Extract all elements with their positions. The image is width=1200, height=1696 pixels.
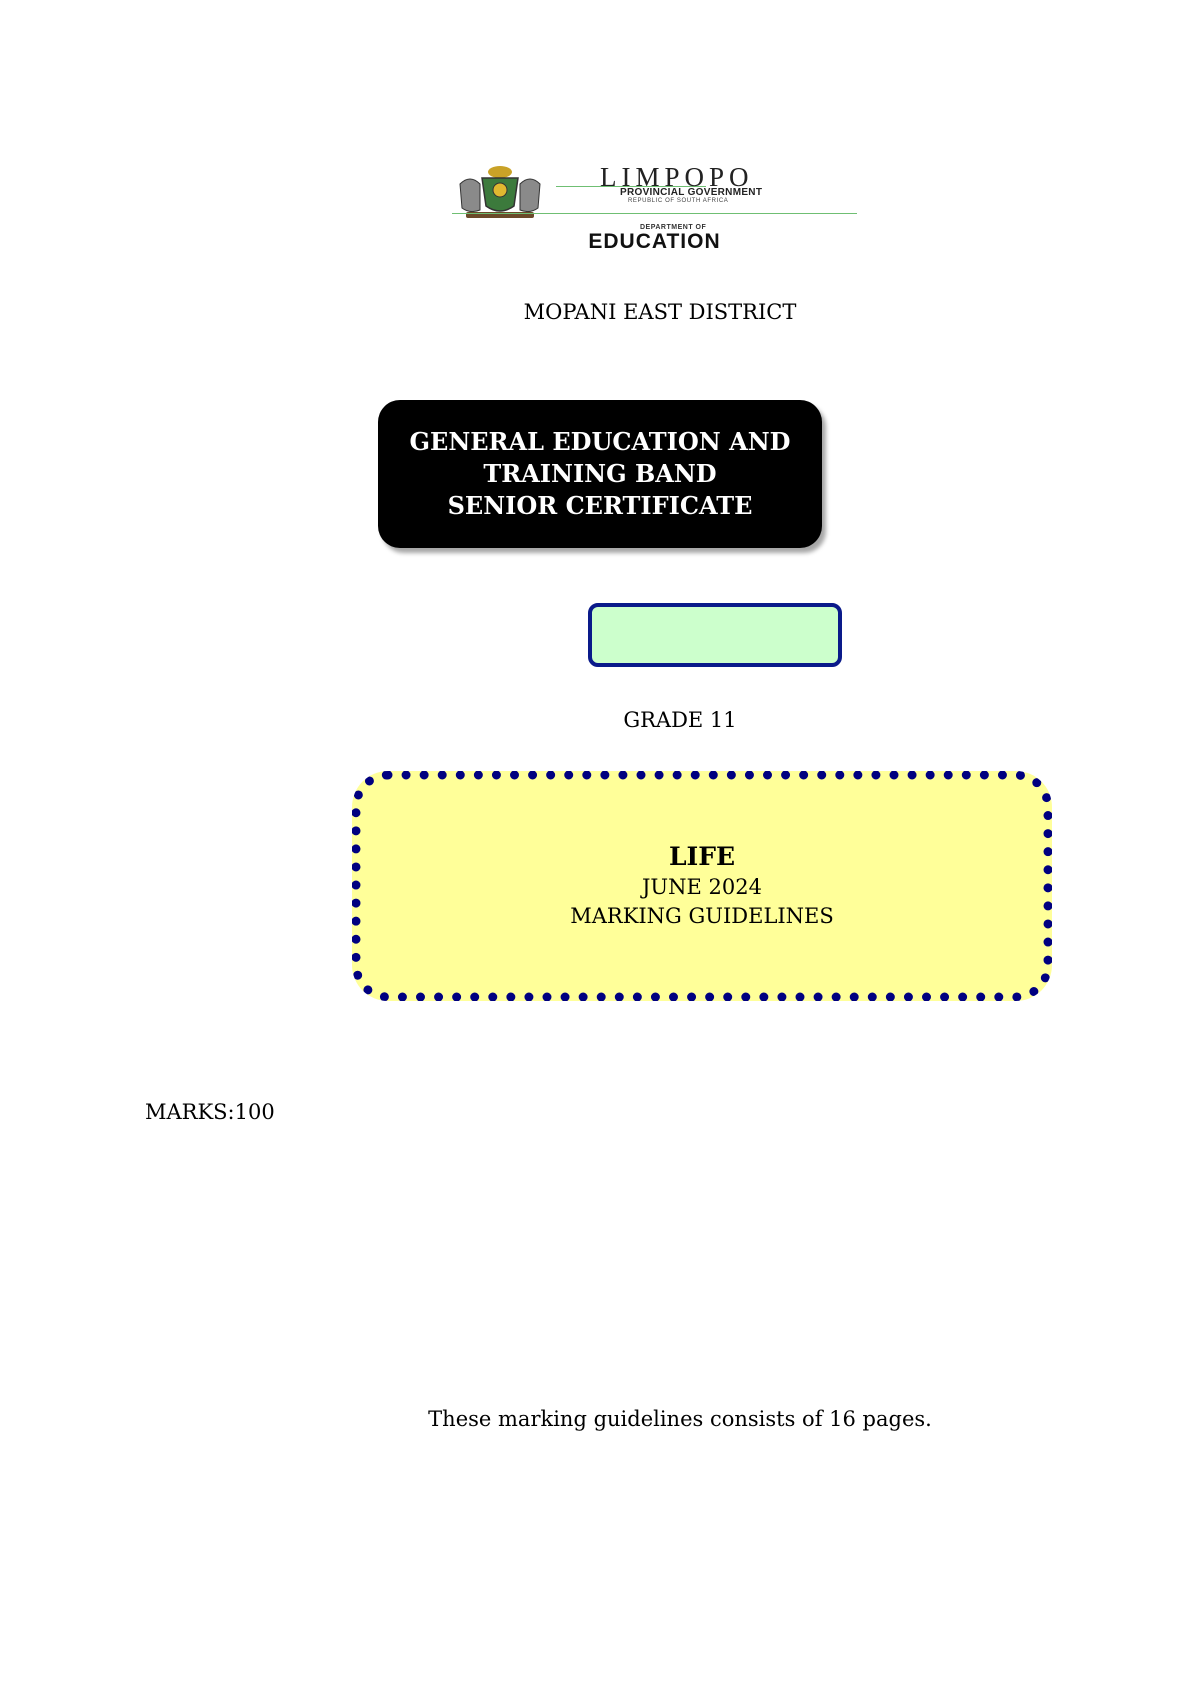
district-name: MOPANI EAST DISTRICT bbox=[523, 300, 797, 324]
logo-country-text: REPUBLIC OF SOUTH AFRICA bbox=[628, 198, 729, 204]
logo-government-text: PROVINCIAL GOVERNMENT bbox=[620, 187, 763, 198]
exam-date: JUNE 2024 bbox=[642, 875, 762, 899]
logo-province-name: LIMPOPO bbox=[600, 162, 754, 192]
logo-education-text: EDUCATION bbox=[588, 230, 721, 253]
total-marks: MARKS:100 bbox=[145, 1100, 275, 1124]
coat-of-arms-icon bbox=[459, 166, 541, 218]
subject-title: LIFE bbox=[668, 842, 736, 871]
grade-label: GRADE 11 bbox=[623, 708, 737, 732]
title-box: LIFE JUNE 2024 MARKING GUIDELINES bbox=[352, 771, 1052, 1001]
band-line: GENERAL EDUCATION AND bbox=[409, 427, 791, 456]
department-logo: LIMPOPO PROVINCIAL GOVERNMENT REPUBLIC O… bbox=[452, 160, 857, 260]
logo-department-text: DEPARTMENT OF bbox=[640, 224, 707, 231]
band-line: TRAINING BAND bbox=[483, 459, 717, 488]
logo-rule bbox=[452, 213, 857, 214]
page-count-note: These marking guidelines consists of 16 … bbox=[428, 1407, 932, 1431]
document-kind: MARKING GUIDELINES bbox=[570, 904, 834, 928]
band-line: SENIOR CERTIFICATE bbox=[447, 491, 753, 520]
logo-divider bbox=[556, 186, 706, 187]
subject-placeholder-box bbox=[588, 603, 842, 667]
band-banner: GENERAL EDUCATION AND TRAINING BAND SENI… bbox=[378, 400, 822, 548]
